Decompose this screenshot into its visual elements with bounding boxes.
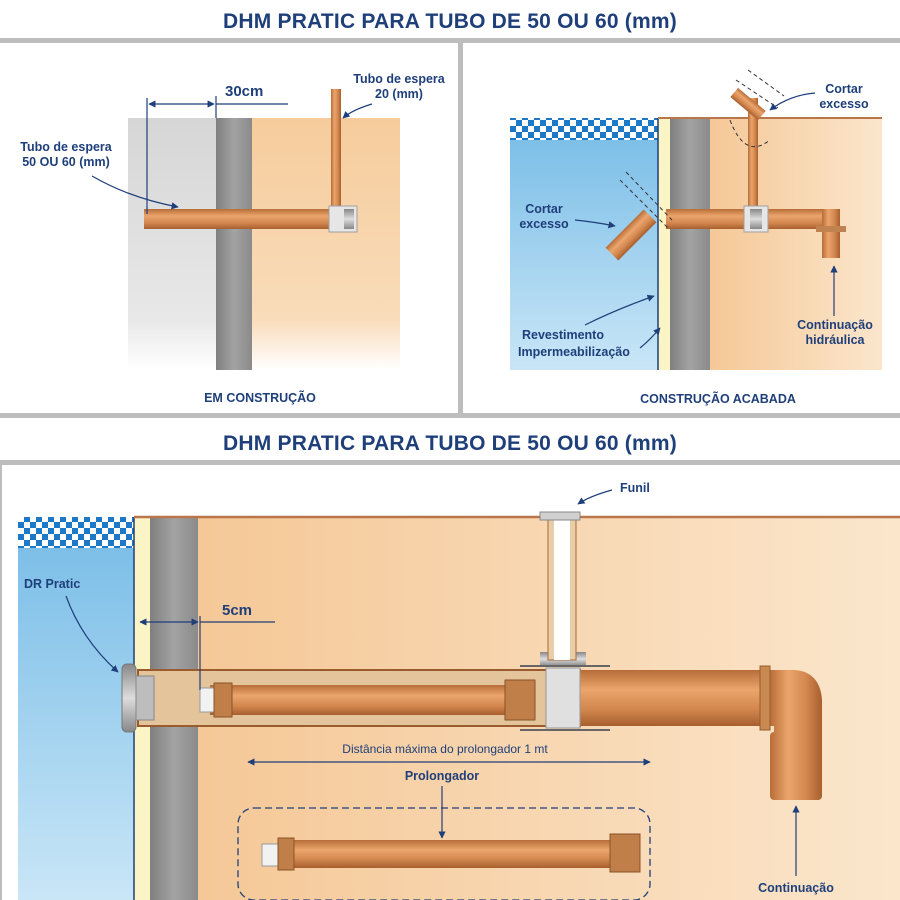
inner-pipe-ring-left: [213, 682, 233, 718]
label-cortar-top-line1: Cortar: [825, 82, 863, 96]
continuation-pipe: [822, 230, 840, 258]
label-cortar-left-line2: excesso: [519, 217, 569, 231]
label-distancia-maxima: Distância máxima do prolongador 1 mt: [342, 742, 548, 756]
panel-right-illustration: [510, 69, 882, 370]
label-cortar-excesso-top: Cortar excesso: [808, 82, 880, 112]
inner-pipe-ring-right: [504, 679, 536, 721]
panel-left-illustration: [91, 89, 400, 370]
pool-water-bottom: [18, 548, 134, 900]
label-funil: Funil: [620, 481, 650, 495]
label-tubo-espera-small-line2: 20 (mm): [375, 87, 423, 101]
cut-mark-left-1: [619, 179, 669, 229]
label-continuacao-line1: Continuação: [797, 318, 873, 332]
label-tubo-espera-main-line1: Tubo de espera: [20, 140, 112, 154]
prolongador-detail-box: [237, 807, 651, 900]
tee-fitting: [545, 667, 581, 729]
label-impermeabilizacao: Impermeabilização: [518, 345, 630, 359]
pipe-cap: [344, 209, 354, 229]
pool-water: [510, 140, 658, 370]
formwork-area: [128, 118, 216, 370]
leader-tubo-espera-main: [91, 175, 179, 210]
leader-impermeabilizacao: [639, 327, 661, 349]
main-pipe: [144, 209, 344, 229]
label-revestimento: Revestimento: [522, 328, 604, 342]
inner-extension-pipe: [210, 685, 530, 715]
wall-section: [216, 118, 252, 370]
vertical-pipe-right: [748, 98, 758, 213]
panel-dividers: [0, 38, 900, 900]
caption-construcao-acabada: CONSTRUÇÃO ACABADA: [640, 392, 796, 406]
soil-area: [252, 118, 400, 370]
label-continuacao-line2: hidráulica: [805, 333, 865, 347]
panel-bottom-illustration: [18, 489, 900, 900]
elbow-ring: [816, 226, 846, 232]
funnel-cap: [539, 511, 581, 521]
leader-funil: [577, 489, 613, 505]
leader-revestimento: [584, 294, 655, 326]
label-cortar-excesso-left: Cortar excesso: [508, 202, 580, 232]
dr-pratic-body: [135, 675, 155, 721]
label-continuacao-hidraulica: Continuação hidráulica: [786, 318, 884, 348]
label-dr-pratic: DR Pratic: [24, 577, 81, 591]
prolongador-pipe: [278, 840, 638, 868]
leader-dr-pratic: [65, 595, 119, 673]
vertical-pipe-20mm: [331, 89, 341, 213]
prolongador-tip: [261, 843, 281, 867]
wall-section-right: [670, 118, 710, 370]
tee-body: [750, 209, 762, 229]
prolongador-ring-right: [609, 833, 641, 873]
large-elbow-down: [770, 732, 822, 800]
cut-mark-top-arc: [729, 119, 771, 148]
dimension-30cm: 30cm: [225, 83, 264, 100]
large-elbow: [770, 670, 822, 740]
vertical-riser-inner: [554, 520, 570, 660]
large-pipe: [580, 670, 780, 726]
pool-tiles: [510, 118, 658, 140]
leader-cortar-left: [574, 219, 616, 229]
leader-tubo-espera-small: [342, 103, 373, 119]
label-prolongador: Prolongador: [404, 769, 480, 783]
coating-layer: [658, 118, 670, 370]
cut-excess-piece-left: [605, 209, 657, 261]
label-tubo-espera-small: Tubo de espera 20 (mm): [338, 72, 460, 102]
label-cortar-left-line1: Cortar: [525, 202, 563, 216]
elbow-collar: [759, 665, 771, 731]
label-tubo-espera-main-line2: 50 OU 60 (mm): [22, 155, 110, 169]
cut-mark-top-2: [747, 69, 785, 97]
cut-excess-piece-top: [730, 87, 766, 121]
label-cortar-top-line2: excesso: [819, 97, 869, 111]
title-bottom: DHM PRATIC PARA TUBO DE 50 OU 60 (mm): [223, 432, 677, 455]
caption-em-construcao: EM CONSTRUÇÃO: [204, 391, 316, 405]
title-top: DHM PRATIC PARA TUBO DE 50 OU 60 (mm): [223, 10, 677, 33]
prolongador-ring-left: [277, 837, 295, 871]
dimension-5cm: 5cm: [222, 602, 253, 619]
soil-area-right: [710, 118, 882, 370]
dr-pratic-flange: [121, 663, 137, 733]
leader-cortar-top: [769, 92, 816, 111]
label-continuacao-bottom: Continuação: [758, 881, 834, 895]
label-tubo-espera-main: Tubo de espera 50 OU 60 (mm): [6, 140, 126, 170]
label-tubo-espera-small-line1: Tubo de espera: [353, 72, 445, 86]
pool-tiles-bottom: [18, 517, 134, 548]
